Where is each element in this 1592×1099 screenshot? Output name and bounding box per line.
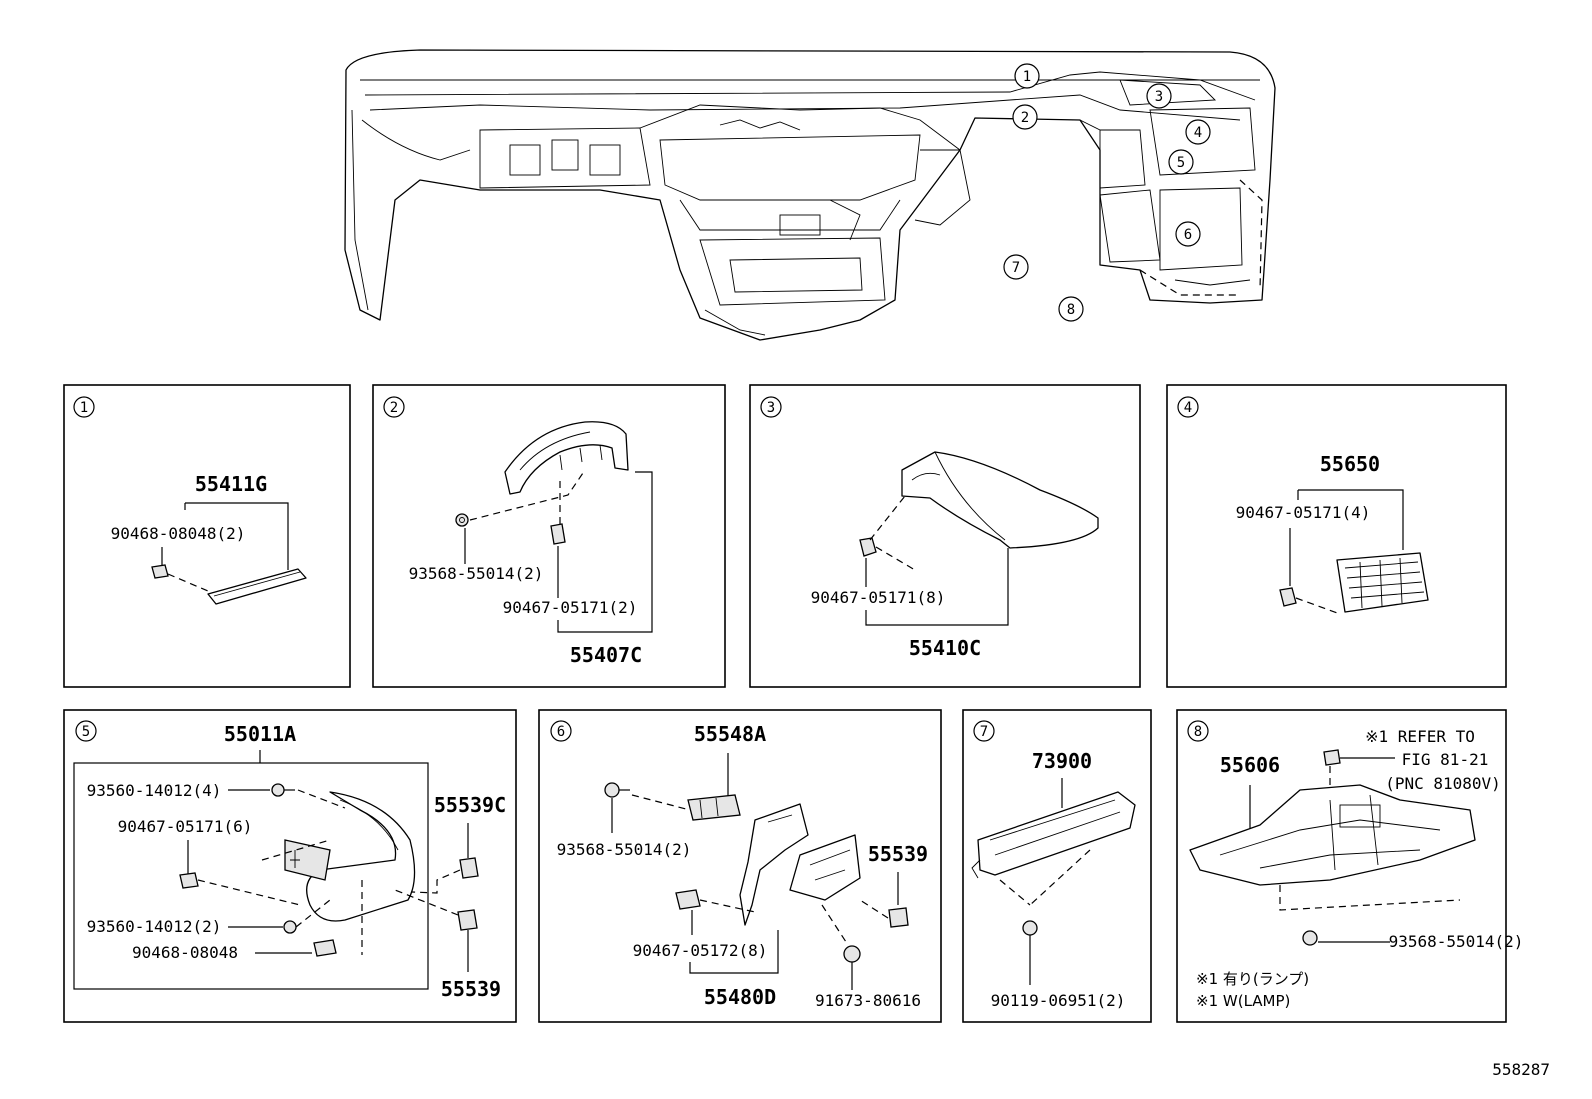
svg-text:90467-05172(8): 90467-05172(8) xyxy=(633,941,768,960)
main-part-number: 55606 xyxy=(1220,753,1280,777)
overview-callout-8: 8 xyxy=(1058,296,1084,322)
overview-callout-3: 3 xyxy=(1146,83,1172,109)
main-part-number-2: 55480D xyxy=(704,985,776,1009)
lower-cover-part xyxy=(739,803,809,926)
svg-text:93568-55014(2): 93568-55014(2) xyxy=(409,564,544,583)
clip-part xyxy=(1279,587,1297,607)
svg-text:55539C: 55539C xyxy=(434,793,506,817)
svg-text:6: 6 xyxy=(1184,227,1192,243)
note-line-1: ※1 有り(ランプ) xyxy=(1196,970,1309,988)
screw-part xyxy=(1302,930,1318,946)
clip-part xyxy=(151,564,169,579)
screw-part xyxy=(271,783,285,797)
svg-text:90467-05171(8): 90467-05171(8) xyxy=(811,588,946,607)
clip-part xyxy=(179,872,199,889)
screw-part xyxy=(1022,920,1038,936)
svg-text:3: 3 xyxy=(1155,89,1163,105)
main-part-number: 55410C xyxy=(909,636,981,660)
vent-bar-part xyxy=(207,568,307,605)
bezel-part xyxy=(504,421,629,495)
switch-part xyxy=(457,909,478,931)
panel-7: 7 73900 90119-06951(2) xyxy=(962,709,1152,1023)
svg-text:90468-08048: 90468-08048 xyxy=(132,943,238,962)
svg-text:90119-06951(2): 90119-06951(2) xyxy=(991,991,1126,1010)
overview-callout-5: 5 xyxy=(1168,149,1194,175)
panel-4: 4 55650 90467-05171(4) xyxy=(1166,384,1507,688)
svg-text:93568-55014(2): 93568-55014(2) xyxy=(557,840,692,859)
panel-8: 8 55606 ※1 REFER TO FIG 81-21 (PNC 81080… xyxy=(1176,709,1524,1023)
refer-note-line3: (PNC 81080V) xyxy=(1385,774,1501,793)
diagram-id: 558287 xyxy=(1492,1060,1550,1079)
bolt-part xyxy=(604,782,620,798)
svg-text:2: 2 xyxy=(1021,110,1029,126)
main-part-number: 55548A xyxy=(694,722,766,746)
svg-text:3: 3 xyxy=(767,400,775,416)
svg-text:2: 2 xyxy=(390,400,398,416)
bracket-part xyxy=(687,794,741,821)
svg-text:7: 7 xyxy=(980,724,988,740)
bolt-part xyxy=(455,513,469,527)
svg-text:4: 4 xyxy=(1184,400,1192,416)
clip-part xyxy=(859,537,877,557)
svg-text:8: 8 xyxy=(1067,302,1075,318)
panel-1: 1 55411G 90468-08048(2) xyxy=(63,384,351,688)
svg-text:8: 8 xyxy=(1194,724,1202,740)
svg-text:90467-05171(6): 90467-05171(6) xyxy=(118,817,253,836)
overview-callout-6: 6 xyxy=(1175,221,1201,247)
panel-6: 6 55548A 93568-55014(2) 55539 90467-0517… xyxy=(538,709,942,1023)
svg-text:5: 5 xyxy=(82,724,90,740)
clip-part xyxy=(675,889,701,910)
svg-text:91673-80616: 91673-80616 xyxy=(815,991,921,1010)
svg-text:6: 6 xyxy=(557,724,565,740)
svg-text:93560-14012(4): 93560-14012(4) xyxy=(87,781,222,800)
svg-text:90467-05171(4): 90467-05171(4) xyxy=(1236,503,1371,522)
svg-text:1: 1 xyxy=(1023,69,1031,85)
note-line-2: ※1 W(LAMP) xyxy=(1196,992,1290,1010)
svg-text:7: 7 xyxy=(1012,260,1020,276)
svg-text:93560-14012(2): 93560-14012(2) xyxy=(87,917,222,936)
overview-callout-2: 2 xyxy=(1012,104,1038,130)
clip-part xyxy=(313,939,337,957)
screw-part xyxy=(283,920,297,934)
switch-part xyxy=(888,907,909,928)
lamp-part xyxy=(1323,749,1341,766)
svg-text:90467-05171(2): 90467-05171(2) xyxy=(503,598,638,617)
main-part-number: 55411G xyxy=(195,472,267,496)
refer-note-line1: ※1 REFER TO xyxy=(1365,727,1475,746)
svg-text:93568-55014(2): 93568-55014(2) xyxy=(1389,932,1524,951)
instrument-panel-overview xyxy=(344,49,1276,341)
center-bezel-part xyxy=(306,791,416,922)
main-part-number: 55011A xyxy=(224,722,296,746)
panel-2: 2 93568-55014(2) 90467-05171(2) 55407C xyxy=(372,384,726,688)
clip-part xyxy=(550,523,566,545)
meter-hood-part xyxy=(901,451,1099,549)
svg-text:55539: 55539 xyxy=(868,842,928,866)
svg-text:55539: 55539 xyxy=(441,977,501,1001)
svg-text:4: 4 xyxy=(1194,125,1202,141)
panel-5: 5 55011A 93560-14012(4) 90467-05171(6) 9… xyxy=(63,709,517,1023)
overview-callout-7: 7 xyxy=(1003,254,1029,280)
svg-text:5: 5 xyxy=(1177,155,1185,171)
main-part-number: 73900 xyxy=(1032,749,1092,773)
part-number: 90468-08048(2) xyxy=(111,524,246,543)
overview-callout-1: 1 xyxy=(1014,63,1040,89)
overview-callouts: 1 2 3 4 5 6 7 8 xyxy=(1003,63,1211,322)
panel-3: 3 90467-05171(8) 55410C xyxy=(749,384,1141,688)
overview-callout-4: 4 xyxy=(1185,119,1211,145)
refer-note-line2: FIG 81-21 xyxy=(1402,750,1489,769)
main-part-number: 55650 xyxy=(1320,452,1380,476)
switch-part xyxy=(459,857,479,879)
screw-part xyxy=(843,945,861,963)
panel-number: 1 xyxy=(80,400,88,416)
main-part-number: 55407C xyxy=(570,643,642,667)
